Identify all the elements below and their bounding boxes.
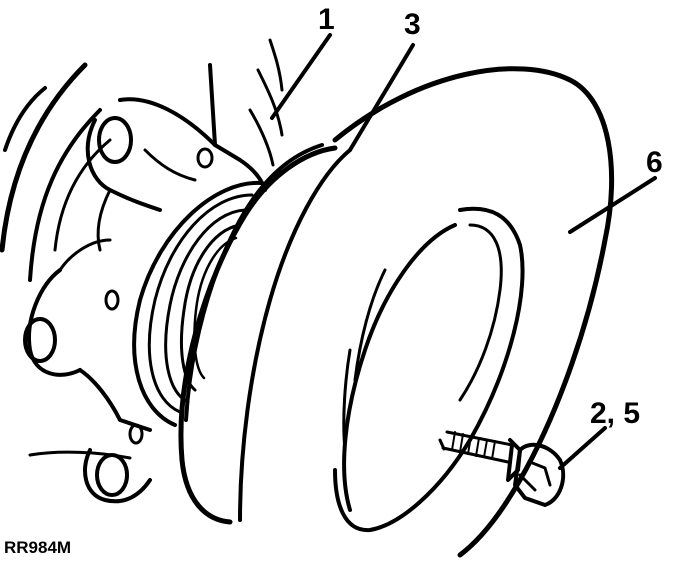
spacer-ring <box>178 143 352 525</box>
callout-6: 6 <box>646 146 663 179</box>
figure-reference: RR984M <box>4 538 71 557</box>
bolt-hole-icon <box>128 423 144 445</box>
wheel-arcs <box>0 62 112 282</box>
callout-2-5: 2, 5 <box>590 397 640 430</box>
brake-disc <box>332 66 615 558</box>
backing-plate <box>208 38 284 167</box>
leader-lines <box>270 33 657 470</box>
bolt-hole-icon <box>196 147 214 169</box>
bolt-hole-icon <box>104 289 120 311</box>
retaining-bolt <box>438 430 566 507</box>
hub-flange <box>23 97 267 504</box>
stud-hole-icon <box>97 116 133 164</box>
callout-3: 3 <box>404 8 421 41</box>
stud-hole-icon <box>95 453 129 497</box>
callout-1: 1 <box>318 3 335 36</box>
stud-hole-icon <box>23 317 57 363</box>
